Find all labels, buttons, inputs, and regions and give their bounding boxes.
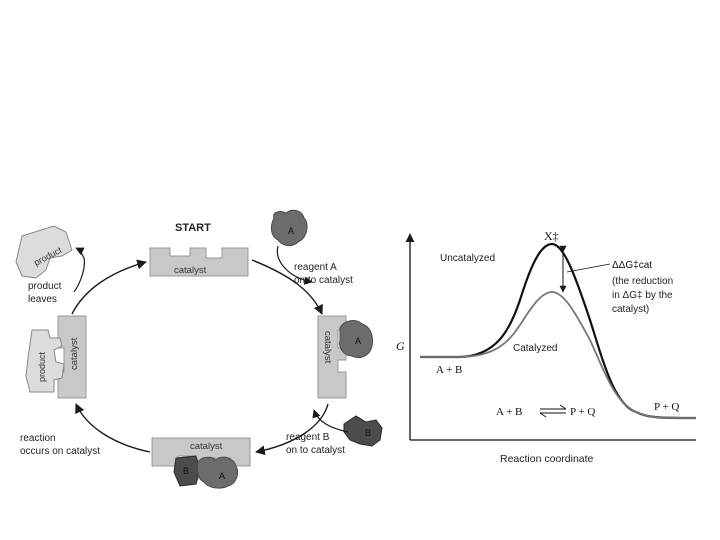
step-product-leaves-line1: product [28, 281, 62, 292]
step-reaction-label: reaction occurs on catalyst [20, 433, 100, 457]
reagent-b-free: B [343, 415, 383, 447]
equation-right: P + Q [570, 406, 595, 418]
arrow-a-to-ab [255, 403, 329, 456]
catalyzed-label: Catalyzed [513, 343, 557, 354]
delta-delta-g-symbol: ΔΔG‡cat [612, 260, 652, 271]
product-bound-label: product [37, 351, 47, 382]
reagent-b-free-letter: B [365, 428, 371, 438]
catalyst-with-a-b: catalyst B A [151, 437, 251, 489]
step-reaction-line1: reaction [20, 433, 56, 444]
reagent-b-bound-letter: B [183, 466, 189, 476]
transition-state-label: X‡ [544, 229, 559, 243]
energy-y-axis-label: G [396, 339, 405, 353]
energy-diagram: G Reaction coordinate X‡ Uncatalyzed Cat… [396, 229, 697, 465]
catalyst-with-product: catalyst product [25, 315, 87, 399]
catalytic-cycle: START catalyst A catalyst A B catalyst [15, 209, 383, 489]
reactants-label: A + B [436, 364, 462, 376]
catalyst-free-label: catalyst [174, 265, 207, 276]
start-label: START [175, 222, 211, 234]
step-reagent-b-label: reagent B on to catalyst [286, 432, 345, 456]
annotation-line3: catalyst) [612, 304, 649, 315]
arrow-a-approach [276, 245, 313, 285]
arrow-b-approach [312, 409, 349, 433]
uncatalyzed-curve [420, 242, 697, 420]
equation-left: A + B [496, 406, 522, 418]
reagent-a-free-letter: A [288, 226, 294, 236]
reagent-a-bound-letter-bottom: A [219, 471, 225, 481]
equilibrium-arrows-icon [539, 404, 567, 418]
arrow-product-leave [73, 247, 85, 293]
arrow-start-to-a [251, 259, 323, 315]
reagent-a-free: A [270, 209, 308, 247]
catalyst-left-label: catalyst [69, 337, 80, 370]
step-product-leaves-line2: leaves [28, 294, 57, 305]
uncatalyzed-label: Uncatalyzed [440, 253, 495, 264]
catalyst-right-label: catalyst [322, 331, 333, 364]
annotation-line2: in ΔG‡ by the [612, 290, 673, 301]
annotation-line1: (the reduction [612, 276, 673, 287]
products-label: P + Q [654, 401, 679, 413]
product-released: product [15, 225, 73, 279]
catalyst-free: catalyst [149, 247, 249, 277]
step-reagent-b-line1: reagent B [286, 432, 330, 443]
step-reagent-b-line2: on to catalyst [286, 445, 345, 456]
step-product-leaves-label: product leaves [28, 281, 64, 305]
arrow-ab-to-product [75, 403, 151, 453]
reaction-equation: A + B P + Q [496, 404, 595, 418]
annotation-text: (the reduction in ΔG‡ by the catalyst) [612, 276, 676, 315]
step-reaction-line2: occurs on catalyst [20, 446, 100, 457]
reagent-a-bound-letter-right: A [355, 336, 361, 346]
step-reagent-a-line1: reagent A [294, 262, 337, 273]
arrow-product-to-start [71, 259, 147, 315]
step-reagent-a-line2: on to catalyst [294, 275, 353, 286]
annotation-leader-line [566, 263, 611, 273]
energy-x-axis-label: Reaction coordinate [500, 453, 594, 465]
catalyst-with-a: catalyst A [317, 315, 373, 399]
catalyst-bottom-label: catalyst [190, 441, 223, 452]
step-reagent-a-label: reagent A on to catalyst [294, 262, 353, 286]
catalyzed-curve [420, 291, 697, 419]
